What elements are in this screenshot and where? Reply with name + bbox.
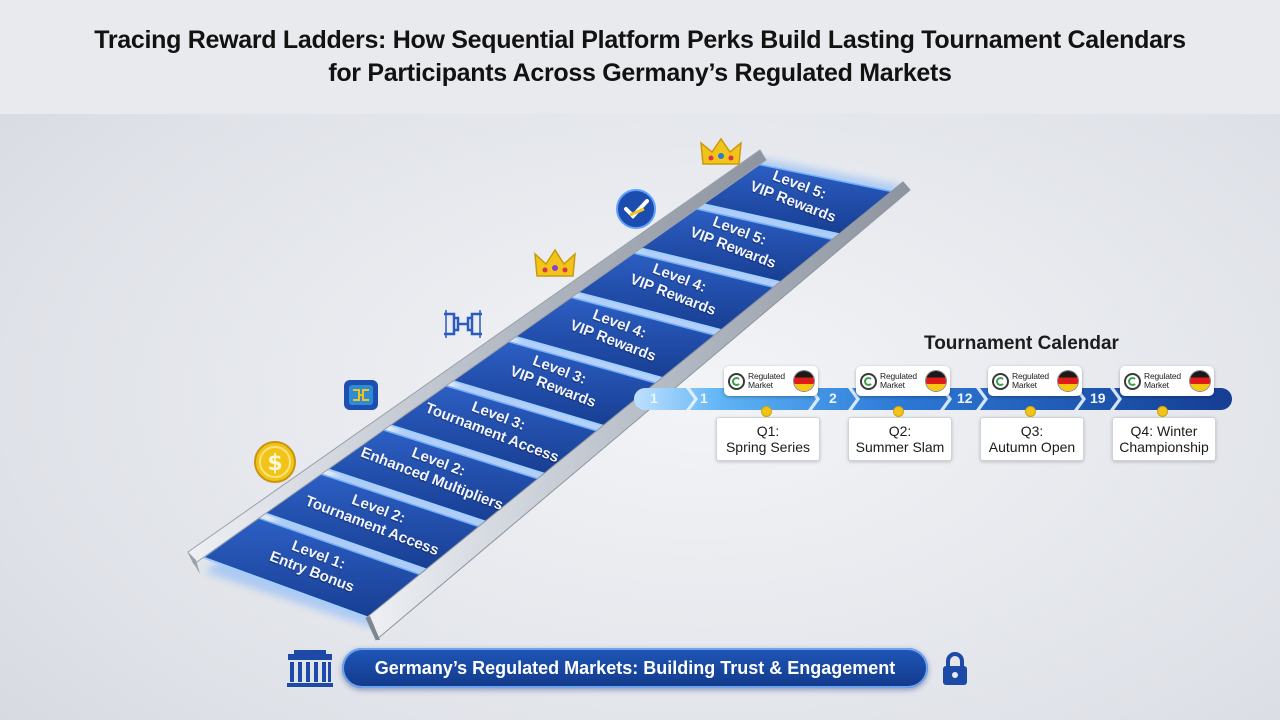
event-name: Championship (1119, 439, 1209, 455)
quarter-marker-dot (1026, 407, 1035, 416)
quarter-marker-dot (894, 407, 903, 416)
regulator-seal-icon (728, 372, 745, 390)
footer-banner: Germany’s Regulated Markets: Building Tr… (342, 648, 928, 688)
quarter-label: Q4: Winter (1130, 423, 1198, 439)
gate-building-icon (287, 650, 333, 687)
germany-flag-icon (1190, 371, 1210, 391)
badge-line: Regulated (880, 371, 917, 381)
quarter-event-card: Q3:Autumn Open (980, 417, 1084, 461)
quarter-marker-dot (1158, 407, 1167, 416)
padlock-icon (943, 652, 967, 685)
timeline-number: 2 (829, 390, 837, 406)
event-name: Summer Slam (855, 439, 945, 455)
quarter-label: Q1: (756, 423, 780, 439)
regulator-seal-icon (860, 372, 877, 390)
quarter-marker-dot (762, 407, 771, 416)
page-title-line-1: Tracing Reward Ladders: How Sequential P… (94, 26, 1186, 54)
germany-flag-icon (1058, 371, 1078, 391)
quarter-label: Q2: (888, 423, 912, 439)
badge-line: Market (1144, 380, 1169, 390)
calendar-title: Tournament Calendar (924, 333, 1119, 354)
quarter-event-card: Q1:Spring Series (716, 417, 820, 461)
header-banner: Tracing Reward Ladders: How Sequential P… (0, 0, 1280, 114)
timeline-number: 1 (700, 390, 708, 406)
regulator-seal-icon (992, 372, 1009, 390)
quarter-label: Q3: (1020, 423, 1044, 439)
badge-line: Market (880, 380, 905, 390)
timeline-number: 12 (957, 390, 973, 406)
germany-flag-icon (794, 371, 814, 391)
badge-line: Market (748, 380, 773, 390)
page-title-line-2: for Participants Across Germany’s Regula… (328, 59, 952, 87)
badge-line: Regulated (748, 371, 785, 381)
event-name: Spring Series (725, 439, 811, 455)
quarter-event-card: Q2:Summer Slam (848, 417, 952, 461)
timeline-number: 1 (650, 390, 658, 406)
event-name: Autumn Open (988, 439, 1076, 455)
badge-line: Regulated (1144, 371, 1181, 381)
regulator-seal-icon (1124, 372, 1141, 390)
badge-line: Market (1012, 380, 1037, 390)
germany-flag-icon (926, 371, 946, 391)
badge-line: Regulated (1012, 371, 1049, 381)
timeline-number: 19 (1090, 390, 1106, 406)
